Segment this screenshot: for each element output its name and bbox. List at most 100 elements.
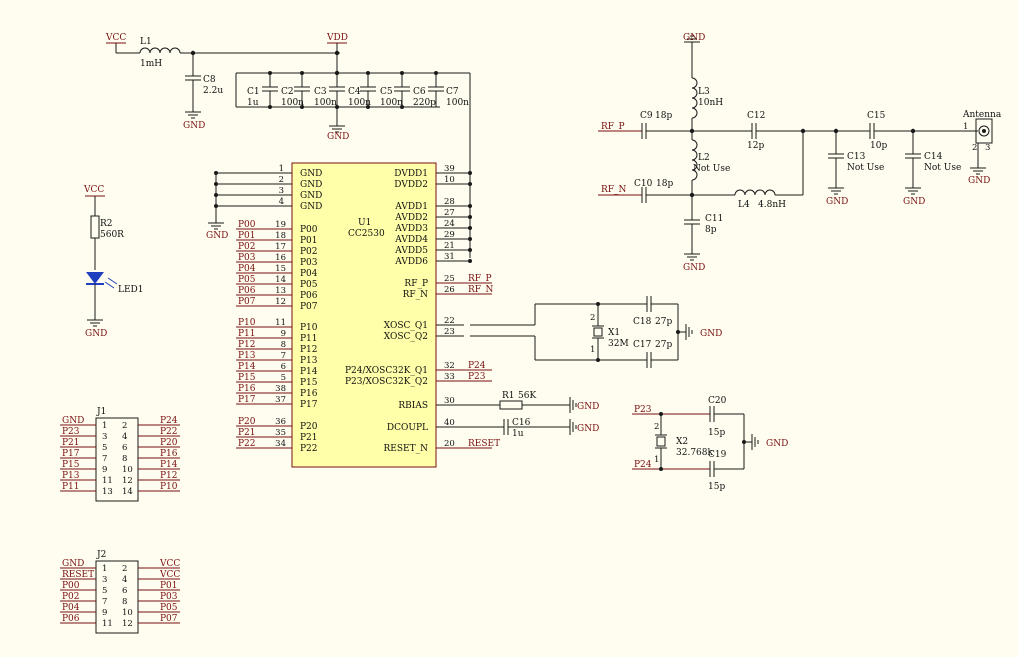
chip-body xyxy=(291,162,437,468)
u1-left-pin-net: P21 xyxy=(238,428,256,438)
c15-value: 10p xyxy=(870,141,887,151)
u1-right-pin-net: RF_N xyxy=(468,285,494,295)
j1-right-net: P16 xyxy=(160,449,178,459)
u1-left-pin-net: P06 xyxy=(238,286,256,296)
u1-left-pin-net: P11 xyxy=(238,329,256,339)
j2-right-net: VCC xyxy=(159,570,180,580)
j1-right-net: P24 xyxy=(160,416,178,426)
r2-ref: R2 xyxy=(100,219,113,229)
u1-right-pin-name: DVDD2 xyxy=(394,180,428,190)
j2-left-net: GND xyxy=(62,559,84,569)
j2-right-net: P07 xyxy=(160,614,178,624)
u1-right-pin-net: RESET xyxy=(468,439,500,449)
j2-pin-b: 10 xyxy=(122,608,133,618)
u1-right-pin-num: 29 xyxy=(444,230,455,240)
u1-left-pin-num: 12 xyxy=(275,297,286,307)
j1-pin-a: 5 xyxy=(102,443,107,453)
l1-ref: L1 xyxy=(140,37,152,47)
j1-pin-a: 7 xyxy=(102,454,107,464)
j1-left-net: P11 xyxy=(62,482,80,492)
j2-pin-a: 7 xyxy=(102,597,107,607)
u1-right-pin-num: 28 xyxy=(444,197,455,207)
u1-left-pin-net: P15 xyxy=(238,373,256,383)
u1-left-pin-num: 16 xyxy=(275,253,286,263)
vcc-label-led: VCC xyxy=(83,185,104,195)
vdd-label: VDD xyxy=(326,33,348,43)
antenna-pin2: 2 xyxy=(972,143,977,153)
u1-right-pin-name: RF_P xyxy=(404,279,428,289)
gnd-label-c14: GND xyxy=(903,197,925,207)
u1-right-pin-num: 30 xyxy=(444,396,455,406)
c16-ref: C16 xyxy=(512,418,531,428)
x2-value: 32.768k xyxy=(676,448,713,458)
j1-pin-b: 12 xyxy=(122,476,133,486)
c19-ref: C19 xyxy=(708,450,727,460)
c11-ref: C11 xyxy=(705,214,723,224)
cap-c3: C3 100n xyxy=(314,73,345,109)
u1-left-pin-name: P11 xyxy=(300,334,318,344)
u1-left-pin-num: 17 xyxy=(275,242,286,252)
u1-right-pin-net: P23 xyxy=(468,372,486,382)
u1-left-pin-net: P13 xyxy=(238,351,256,361)
j1-left-net: P17 xyxy=(62,449,80,459)
l3-ref: L3 xyxy=(698,87,710,97)
c2-ref: C2 xyxy=(281,87,294,97)
rf-p-label: RF_P xyxy=(601,122,625,132)
l4-value: 4.8nH xyxy=(758,200,786,210)
c7-ref: C7 xyxy=(446,87,459,97)
u1-right-pin-num: 21 xyxy=(444,241,455,251)
j1-left-net: P21 xyxy=(62,438,80,448)
cap-c4: C4 100n xyxy=(348,71,376,109)
u1-right-pin-num: 26 xyxy=(444,285,455,295)
u1-ref: U1 xyxy=(358,218,371,228)
antenna-pin3: 3 xyxy=(985,143,990,153)
u1-gnd-pin-num: 4 xyxy=(279,197,284,207)
c16-value: 1u xyxy=(512,429,524,439)
j1-pin-b: 2 xyxy=(122,421,127,431)
l4-ref: L4 xyxy=(738,200,750,210)
cap-c6: C6 220p xyxy=(413,71,444,108)
gnd-label-x1: GND xyxy=(700,329,722,339)
j1-pin-a: 1 xyxy=(102,421,107,431)
u1-gnd-pin-name: GND xyxy=(300,180,322,190)
x2-pin1: 1 xyxy=(654,455,659,465)
u1-right-pin-name: AVDD2 xyxy=(394,213,428,223)
rf-balun: RF_P C9 18p RF_N C10 18p GND L3 10nH L2 … xyxy=(598,33,1002,273)
u1-left-pin-net: P04 xyxy=(238,264,256,274)
u1-left-pin-name: P07 xyxy=(300,302,318,312)
c12-value: 12p xyxy=(747,141,764,151)
u1-left-pin-name: P14 xyxy=(300,367,318,377)
j2-pin-a: 3 xyxy=(102,575,107,585)
j2-pin-b: 6 xyxy=(122,586,127,596)
r2-value: 560R xyxy=(100,230,124,240)
vcc-label-top: VCC xyxy=(105,33,126,43)
l2-value: Not Use xyxy=(693,164,730,174)
u1-right-pin-name: P24/XOSC32K_Q1 xyxy=(345,366,428,376)
c8-ref: C8 xyxy=(203,75,216,85)
j1-pin-b: 4 xyxy=(122,432,127,442)
c14-ref: C14 xyxy=(924,152,943,162)
j2-left-net: P04 xyxy=(62,603,80,613)
p23-label-x2: P23 xyxy=(634,405,652,415)
u1-left-pin-num: 11 xyxy=(275,318,286,328)
c1-value: 1u xyxy=(247,98,259,108)
c2-value: 100n xyxy=(281,98,304,108)
j2-left-net: RESET xyxy=(62,570,94,580)
j1-pin-a: 9 xyxy=(102,465,107,475)
j2-left-net: P06 xyxy=(62,614,80,624)
c8-value: 2.2u xyxy=(203,86,223,96)
j1-pin-a: 11 xyxy=(102,476,113,486)
x1-value: 32M xyxy=(608,339,629,349)
u1-left-pin-num: 34 xyxy=(275,439,286,449)
j2-pin-b: 2 xyxy=(122,564,127,574)
crystal-x2 xyxy=(656,436,666,447)
xtal-32m: GND 2 1 X1 32M C18 27p C17 27p xyxy=(470,296,722,368)
j2-right-net: P03 xyxy=(160,592,178,602)
u1-left-pin-name: P02 xyxy=(300,247,318,257)
u1-left-pin-num: 6 xyxy=(281,362,286,372)
